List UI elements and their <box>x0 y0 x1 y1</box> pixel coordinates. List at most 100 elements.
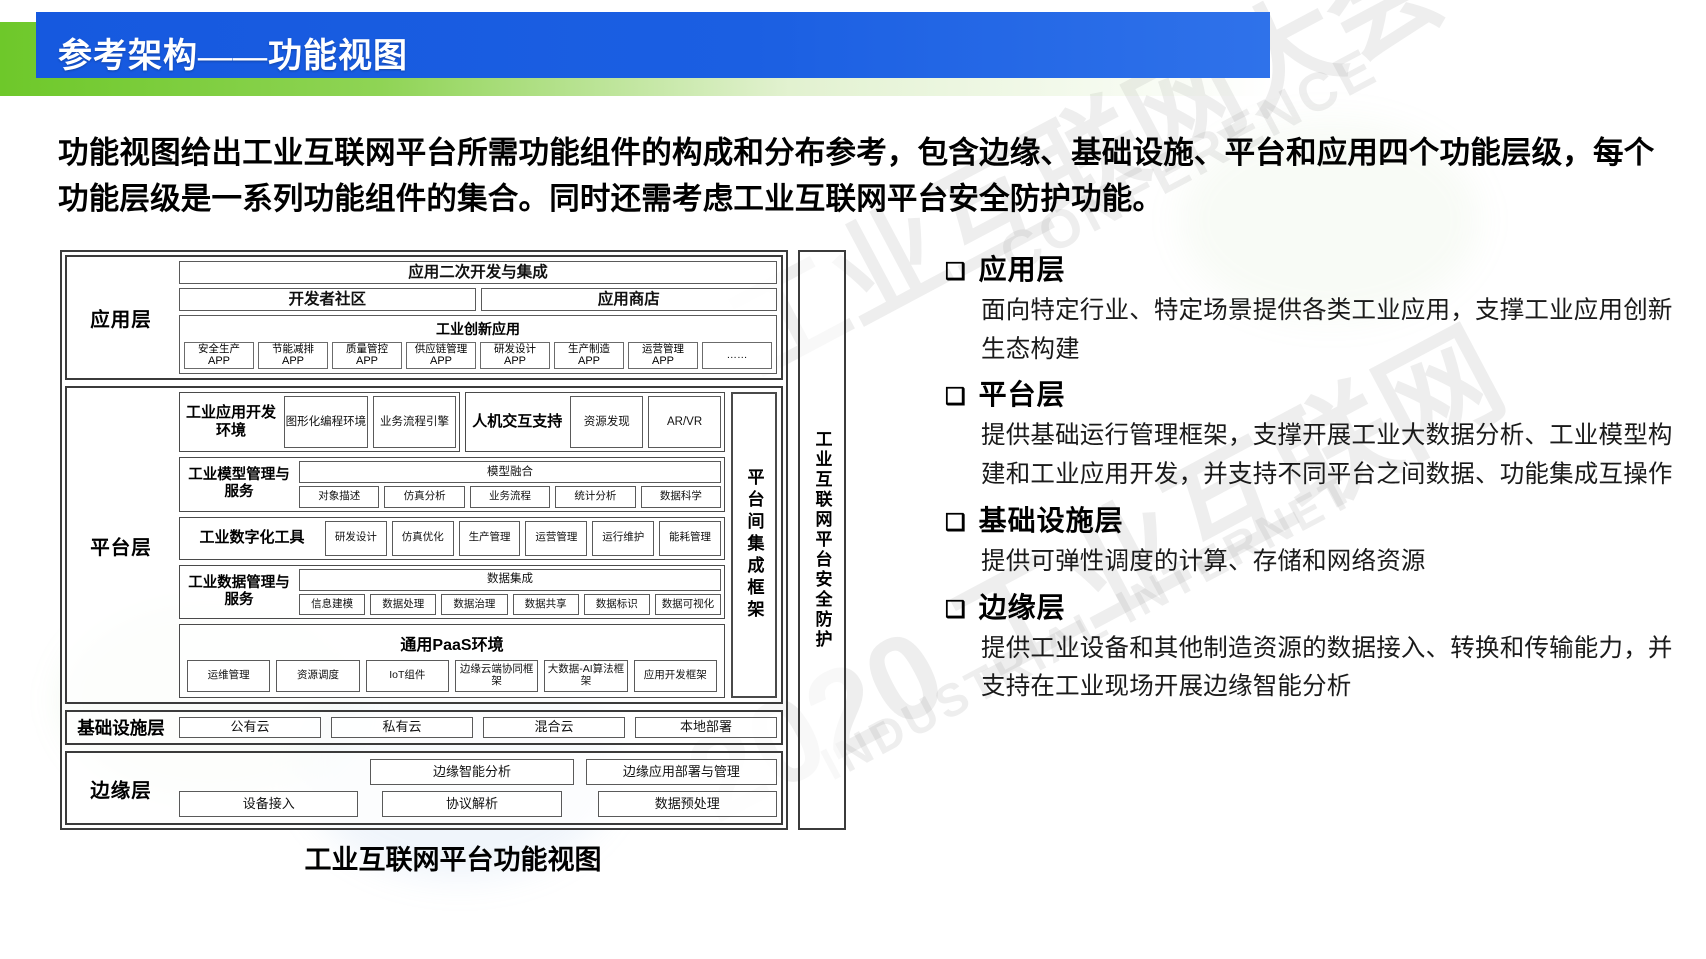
app-box-suffix: APP <box>355 355 378 368</box>
edge-layer-label: 边缘层 <box>90 779 152 802</box>
paas-box: 大数据-AI算法框架 <box>544 660 628 692</box>
app-box: 供应链管理 APP <box>406 341 476 369</box>
industrial-model-mgmt-row: 工业模型管理与服务 模型融合 对象描述 仿真分析 业务流程 统计分析 数据科学 <box>179 457 725 512</box>
hybrid-cloud-box: 混合云 <box>483 717 625 738</box>
bullet-body: 提供基础运行管理框架，支撑开展工业大数据分析、工业模型构建和工业应用开发，并支持… <box>981 422 1673 489</box>
graphical-programming-env-box: 图形化编程环境 <box>284 396 368 449</box>
inter-platform-integration-framework-rail: 平台间集成框架 <box>731 392 777 698</box>
app-box-suffix: APP <box>429 355 452 368</box>
business-process-engine-box: 业务流程引擎 <box>372 396 457 449</box>
app-community-store-row: 开发者社区 应用商店 <box>179 287 777 311</box>
private-cloud-box: 私有云 <box>331 717 473 738</box>
app-box-name: 研发设计 <box>494 342 536 355</box>
resource-discovery-box: 资源发现 <box>570 396 644 449</box>
bullet-title: 基础设施层 <box>978 504 1124 536</box>
infrastructure-layer-block: 基础设施层 公有云 私有云 混合云 本地部署 <box>65 710 783 745</box>
data-box: 数据共享 <box>512 593 579 616</box>
app-secondary-dev-box: 应用二次开发与集成 <box>179 261 777 284</box>
paas-box: IoT组件 <box>365 660 449 692</box>
infrastructure-box-list: 公有云 私有云 混合云 本地部署 <box>179 717 777 738</box>
bullet-application-layer: ❑ 应用层 面向特定行业、特定场景提供各类工业应用，支撑工业应用创新生态构建 <box>945 248 1685 369</box>
bullet-platform-layer: ❑ 平台层 提供基础运行管理框架，支撑开展工业大数据分析、工业模型构建和工业应用… <box>945 373 1685 494</box>
edge-lower-box-list: 设备接入 协议解析 数据预处理 <box>179 791 777 817</box>
lead-paragraph: 功能视图给出工业互联网平台所需功能组件的构成和分布参考，包含边缘、基础设施、平台… <box>58 136 1655 217</box>
bullet-title: 平台层 <box>978 379 1066 411</box>
blue-title-bar <box>36 12 1270 78</box>
app-box-name: …… <box>726 349 748 362</box>
edge-app-deploy-mgmt-box: 边缘应用部署与管理 <box>585 759 778 785</box>
app-box-suffix: APP <box>651 355 674 368</box>
industrial-innovation-apps-group: 工业创新应用 安全生产 APP 节能减排 APP 质量管控 APP <box>179 314 777 374</box>
platform-layer-label: 平台层 <box>90 536 152 559</box>
app-box: 运营管理 APP <box>628 341 698 369</box>
paas-box: 运维管理 <box>187 660 271 692</box>
paas-component-list: 运维管理 资源调度 IoT组件 边缘云端协同框架 大数据-AI算法框架 应用开发… <box>183 660 721 694</box>
app-box-suffix: APP <box>577 355 600 368</box>
human-machine-interaction-group: 人机交互支持 资源发现 AR/VR <box>465 392 725 453</box>
figure-caption: 工业互联网平台功能视图 <box>304 845 602 875</box>
tool-box: 仿真优化 <box>391 520 454 556</box>
bullet-marker-icon: ❑ <box>945 508 967 535</box>
industrial-app-dev-env-group: 工业应用开发环境 图形化编程环境 业务流程引擎 <box>179 392 461 453</box>
app-box-name: 生产制造 <box>568 342 610 355</box>
tools-component-list: 研发设计 仿真优化 生产管理 运营管理 运行维护 能耗管理 <box>325 520 721 556</box>
app-box-name: 运营管理 <box>642 342 684 355</box>
model-fusion-banner: 模型融合 <box>299 461 721 484</box>
industrial-innovation-title: 工业创新应用 <box>436 320 520 337</box>
tool-box: 能耗管理 <box>659 520 721 556</box>
app-box: 研发设计 APP <box>480 341 550 369</box>
on-premise-box: 本地部署 <box>635 717 777 738</box>
data-box: 数据处理 <box>370 593 437 616</box>
industrial-app-dev-env-label: 工业应用开发环境 <box>185 404 276 440</box>
paas-box: 资源调度 <box>276 660 360 692</box>
bullet-edge-layer: ❑ 边缘层 提供工业设备和其他制造资源的数据接入、转换和传输能力，并支持在工业现… <box>945 586 1685 707</box>
bullet-infrastructure-layer: ❑ 基础设施层 提供可弹性调度的计算、存储和网络资源 <box>945 499 1685 582</box>
infrastructure-layer-label: 基础设施层 <box>77 718 165 738</box>
edge-upper-box-list: 边缘智能分析 边缘应用部署与管理 <box>179 759 778 785</box>
data-box: 数据治理 <box>441 593 508 616</box>
platform-layer-block: 平台层 工业应用开发环境 图形化编程环境 业务流程引擎 人机交互支持 资源发现 … <box>65 386 783 704</box>
inter-platform-integration-framework-label: 平台间集成框架 <box>744 468 764 622</box>
industrial-security-protection-label: 工业互联网平台安全防护 <box>812 430 832 650</box>
model-box: 数据科学 <box>640 486 722 508</box>
tool-box: 研发设计 <box>325 520 387 556</box>
app-box-name: 质量管控 <box>346 342 388 355</box>
device-access-box: 设备接入 <box>179 791 359 817</box>
functional-view-diagram: 应用层 应用二次开发与集成 开发者社区 应用商店 工业创新应用 安全生产 APP <box>60 250 788 830</box>
bullet-marker-icon: ❑ <box>945 595 967 622</box>
app-box: 生产制造 APP <box>554 341 624 369</box>
paas-box: 应用开发框架 <box>633 660 717 692</box>
application-layer-block: 应用层 应用二次开发与集成 开发者社区 应用商店 工业创新应用 安全生产 APP <box>65 255 783 380</box>
data-box: 信息建模 <box>299 593 366 616</box>
industrial-data-mgmt-label: 工业数据管理与服务 <box>188 574 290 608</box>
tool-box: 运营管理 <box>525 520 588 556</box>
bullet-title: 应用层 <box>978 254 1066 285</box>
industrial-digital-tools-row: 工业数字化工具 研发设计 仿真优化 生产管理 运营管理 运行维护 能耗管理 <box>179 516 725 560</box>
app-box: 安全生产 APP <box>184 341 254 369</box>
app-box: 质量管控 APP <box>332 341 402 369</box>
app-box-suffix: APP <box>281 355 304 368</box>
general-paas-title: 通用PaaS环境 <box>400 637 504 655</box>
general-paas-row: 通用PaaS环境 运维管理 资源调度 IoT组件 边缘云端协同框架 大数据-AI… <box>179 624 725 698</box>
industrial-digital-tools-label: 工业数字化工具 <box>199 529 305 547</box>
bullet-body: 提供工业设备和其他制造资源的数据接入、转换和传输能力，并支持在工业现场开展边缘智… <box>981 634 1673 701</box>
industrial-security-protection-rail: 工业互联网平台安全防护 <box>798 250 846 830</box>
model-box: 业务流程 <box>469 486 551 508</box>
model-component-list: 对象描述 仿真分析 业务流程 统计分析 数据科学 <box>299 486 722 508</box>
app-box-list: 安全生产 APP 节能减排 APP 质量管控 APP 供应链管理 <box>184 341 772 369</box>
edge-layer-block: 边缘层 边缘智能分析 边缘应用部署与管理 设备接入 协议解析 数据预处理 <box>65 751 783 825</box>
model-box: 对象描述 <box>299 486 380 508</box>
tool-box: 运行维护 <box>592 520 655 556</box>
paas-box: 边缘云端协同框架 <box>454 660 539 692</box>
app-box-name: 节能减排 <box>272 342 314 355</box>
app-box-name: 安全生产 <box>198 342 240 355</box>
bullet-body: 面向特定行业、特定场景提供各类工业应用，支撑工业应用创新生态构建 <box>981 297 1673 363</box>
model-box: 统计分析 <box>555 486 636 508</box>
application-layer-label: 应用层 <box>90 309 152 331</box>
data-integration-banner: 数据集成 <box>299 568 721 591</box>
industrial-data-mgmt-row: 工业数据管理与服务 数据集成 信息建模 数据处理 数据治理 数据共享 数据标识 … <box>179 564 725 620</box>
data-component-list: 信息建模 数据处理 数据治理 数据共享 数据标识 数据可视化 <box>299 593 722 616</box>
bullet-title: 边缘层 <box>978 591 1066 623</box>
bullet-marker-icon: ❑ <box>945 258 967 284</box>
